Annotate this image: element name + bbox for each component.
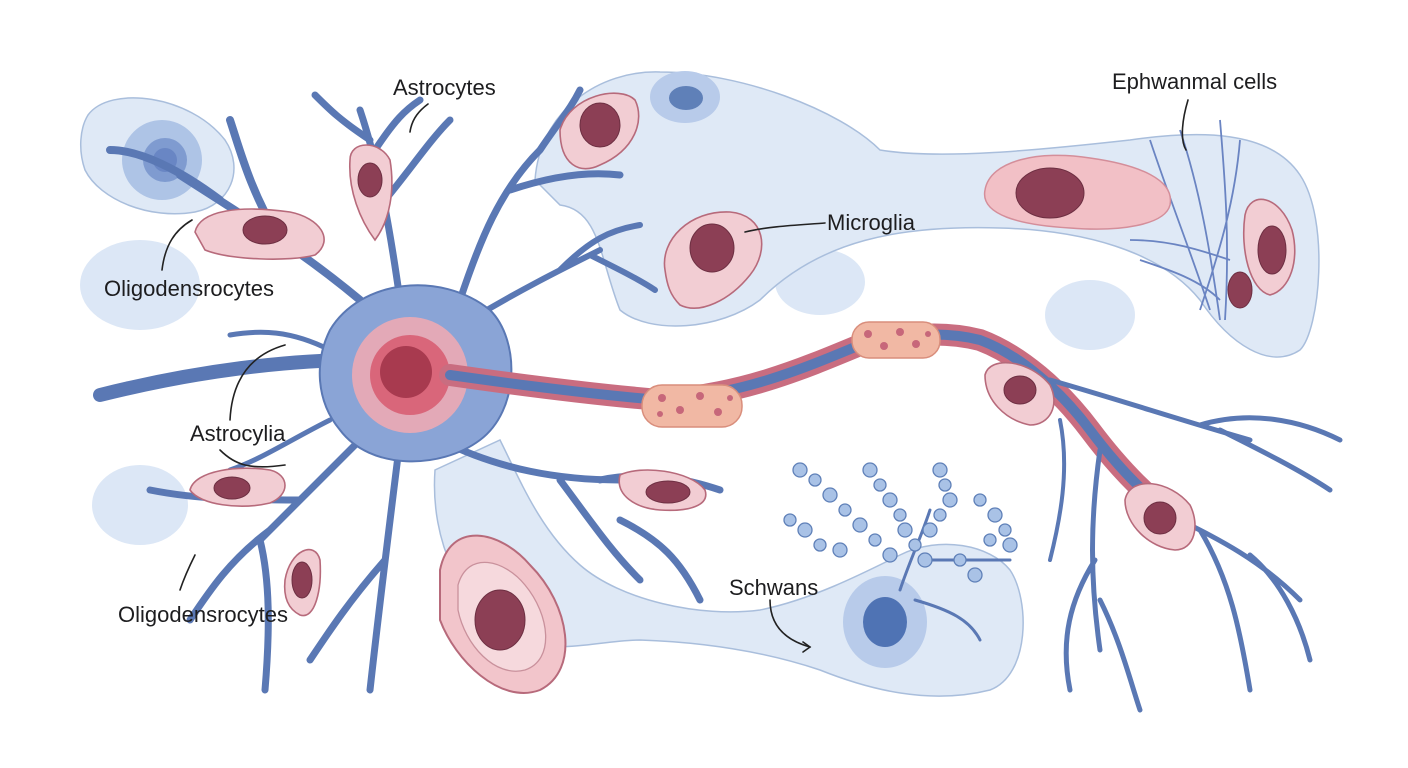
ephwanmal-fibers bbox=[1129, 119, 1241, 321]
label-ephwanmal-cells: Ephwanmal cells bbox=[1112, 69, 1277, 94]
axon bbox=[439, 323, 1191, 531]
schwann-cluster bbox=[783, 462, 1018, 642]
label-astrocylia: Astrocylia bbox=[190, 421, 286, 446]
label-schwans: Schwans bbox=[729, 575, 818, 600]
myelin-segment-2 bbox=[851, 321, 941, 359]
glia-cells bbox=[189, 92, 1296, 694]
label-microglia: Microglia bbox=[827, 210, 916, 235]
myelin-segment-1 bbox=[641, 384, 743, 428]
neuron-soma bbox=[318, 284, 513, 463]
label-oligodendrocytes-top: Oligodensrocytes bbox=[104, 276, 274, 301]
label-oligodendrocytes-bottom: Oligodensrocytes bbox=[118, 602, 288, 627]
label-astrocytes: Astrocytes bbox=[393, 75, 496, 100]
sheath-lower bbox=[433, 439, 1024, 697]
labels: Astrocytes Ephwanmal cells Oligodensrocy… bbox=[104, 69, 1277, 627]
sheath-upper-band bbox=[534, 71, 1320, 358]
right-arbor bbox=[1047, 377, 1343, 713]
leader-lines bbox=[161, 99, 1189, 653]
background-blobs bbox=[80, 240, 1135, 545]
